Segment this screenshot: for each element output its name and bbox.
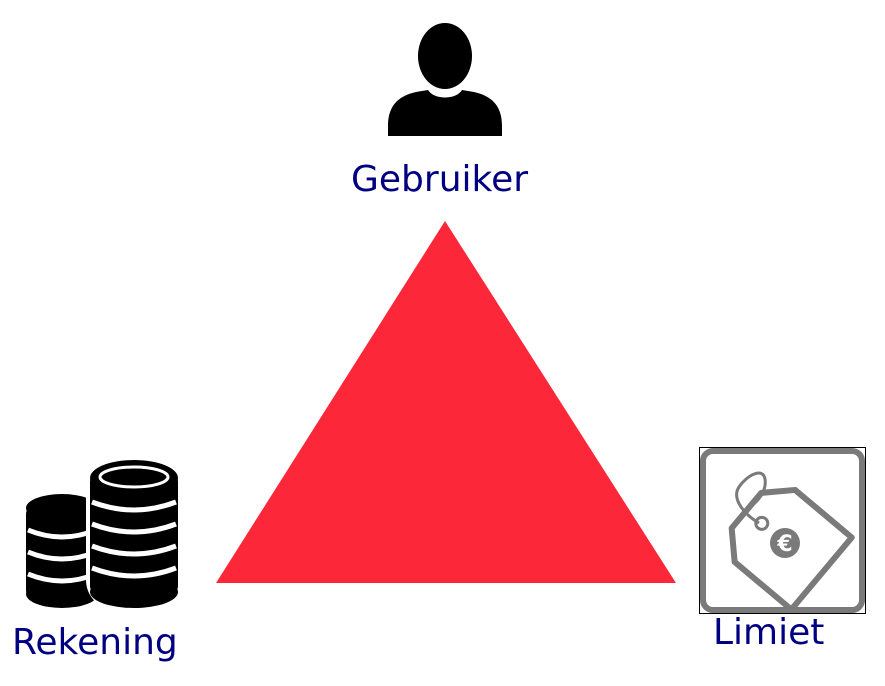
gebruiker-label: Gebruiker xyxy=(351,159,529,200)
coin-stack-right xyxy=(90,460,178,608)
rekening-label: Rekening xyxy=(12,622,178,663)
price-tag-icon: € xyxy=(699,447,866,614)
coins-icon xyxy=(26,460,184,610)
user-icon xyxy=(388,23,502,136)
limiet-label: Limiet xyxy=(713,612,825,653)
red-triangle xyxy=(216,221,676,583)
tag-body xyxy=(728,486,855,613)
coin-stack-left xyxy=(26,494,98,608)
euro-symbol: € xyxy=(776,532,792,557)
